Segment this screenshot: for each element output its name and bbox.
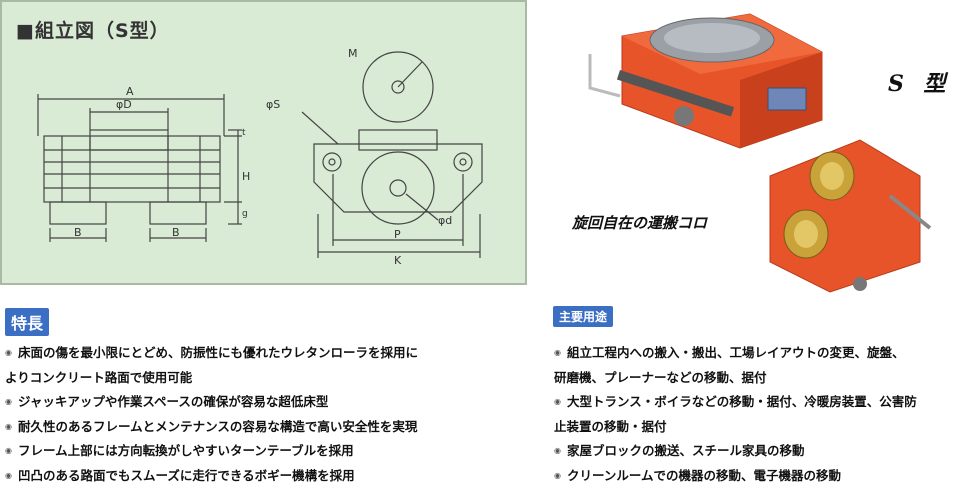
dim-M: M xyxy=(348,47,358,60)
dim-B-left: B xyxy=(74,226,82,239)
list-item: 家屋ブロックの搬送、スチール家具の移動 xyxy=(554,439,917,464)
drawing-svg: A φD B B H t g φS M φd P K xyxy=(37,47,483,267)
list-item: クリーンルームでの機器の移動、電子機器の移動 xyxy=(554,464,917,489)
list-item: 大型トランス・ボイラなどの移動・据付、冷暖房装置、公害防 xyxy=(554,390,917,415)
uses-list: 組立工程内への搬入・搬出、工場レイアウトの変更、旋盤、 研磨機、プレーナーなどの… xyxy=(554,341,917,488)
assembly-drawing: ■組立図（S型） xyxy=(0,0,527,285)
list-item: 耐久性のあるフレームとメンテナンスの容易な構造で高い安全性を実現 xyxy=(5,415,418,440)
dim-B-right: B xyxy=(172,226,180,239)
list-item: よりコンクリート路面で使用可能 xyxy=(5,369,193,385)
photo-caption: 旋回自在の運搬コロ xyxy=(572,214,708,232)
type-label: S 型 xyxy=(888,71,952,97)
dim-H: H xyxy=(242,170,250,183)
uses-heading: 主要用途 xyxy=(553,306,614,327)
dim-A: A xyxy=(126,85,134,98)
dim-phiD: φD xyxy=(116,98,132,111)
list-item: 研磨機、プレーナーなどの移動、据付 xyxy=(554,369,767,385)
roller-right xyxy=(149,201,207,225)
frame-body xyxy=(43,135,221,203)
list-item: フレーム上部には方向転換がしやすいターンテーブルを採用 xyxy=(5,439,418,464)
dim-P: P xyxy=(394,228,401,241)
dim-K: K xyxy=(394,254,402,267)
turntable-top xyxy=(89,129,169,151)
side-frame xyxy=(313,143,483,213)
features-heading: 特長 xyxy=(5,308,50,336)
list-item: 床面の傷を最小限にとどめ、防振性にも優れたウレタンローラを採用に xyxy=(5,341,418,366)
list-item: ジャッキアップや作業スペースの確保が容易な超低床型 xyxy=(5,390,418,415)
side-roller xyxy=(361,151,435,225)
drawing-title: ■組立図（S型） xyxy=(16,20,170,42)
dim-phiS: φS xyxy=(266,98,280,111)
roller-left xyxy=(49,201,107,225)
dim-phid: φd xyxy=(438,214,452,227)
turntable-circle xyxy=(362,51,434,123)
list-item: 組立工程内への搬入・搬出、工場レイアウトの変更、旋盤、 xyxy=(554,341,917,366)
list-item: 止装置の移動・据付 xyxy=(554,418,667,434)
dim-t: t xyxy=(242,128,246,138)
product-photo xyxy=(588,13,932,293)
features-list: 床面の傷を最小限にとどめ、防振性にも優れたウレタンローラを採用に よりコンクリー… xyxy=(5,341,418,488)
dim-g: g xyxy=(242,209,248,219)
main-unit-illustration xyxy=(588,13,823,149)
list-item: 凹凸のある路面でもスムーズに走行できるボギー機構を採用 xyxy=(5,464,418,489)
bogie-unit-illustration xyxy=(769,139,932,293)
